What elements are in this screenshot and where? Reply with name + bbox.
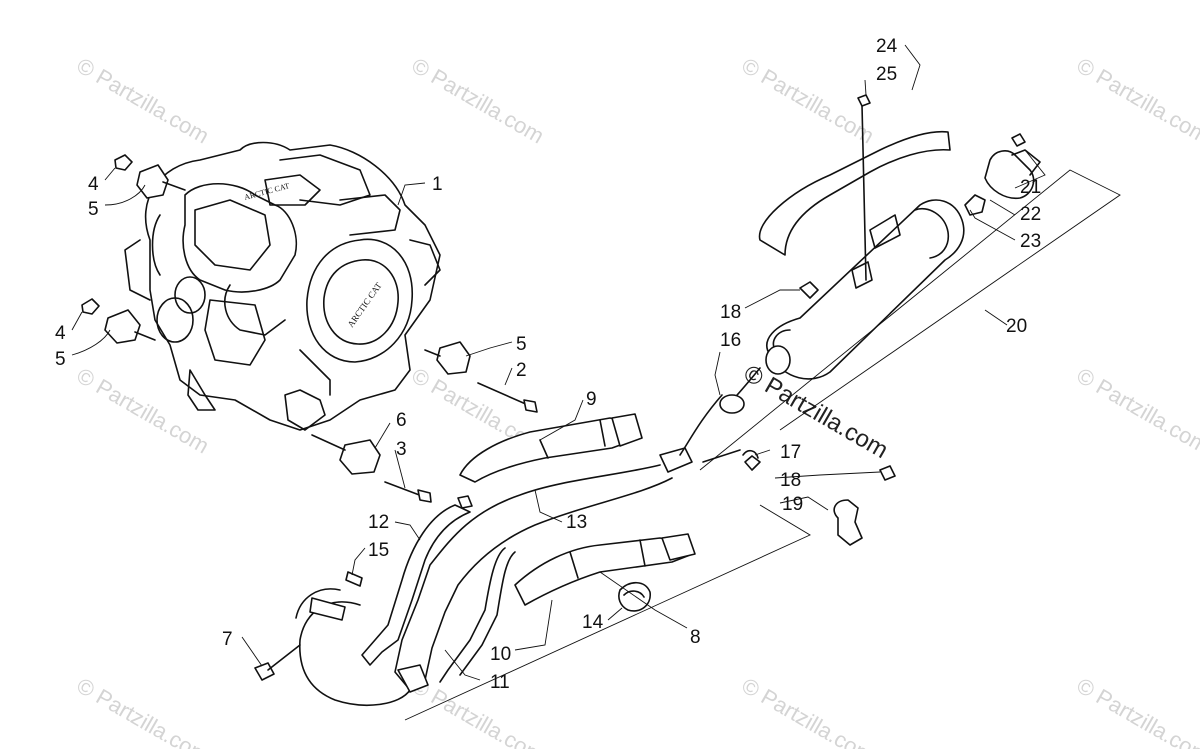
watermark: © Partzilla.com — [73, 53, 214, 149]
watermark: © Partzilla.com — [738, 673, 879, 749]
callout-16: 16 — [720, 330, 741, 351]
callout-14: 14 — [582, 612, 604, 633]
callout-11: 11 — [490, 672, 510, 693]
watermark: © Partzilla.com — [1073, 363, 1200, 459]
head-pipe-assembly — [254, 447, 693, 706]
watermark: © Partzilla.com — [1073, 53, 1200, 149]
callout-4: 4 — [55, 323, 66, 344]
callout-23: 23 — [1020, 231, 1041, 252]
callout-2: 2 — [516, 360, 527, 381]
assembly-brackets — [404, 169, 1121, 721]
callout-4: 4 — [88, 174, 99, 195]
callout-22: 22 — [1020, 204, 1041, 225]
callout-8: 8 — [690, 627, 701, 648]
callout-17: 17 — [780, 442, 801, 463]
callout-25: 25 — [876, 64, 897, 85]
callout-10: 10 — [490, 644, 511, 665]
callout-6: 6 — [396, 410, 407, 431]
watermark: © Partzilla.com — [73, 673, 214, 749]
watermark: © Partzilla.com — [408, 53, 549, 149]
leader-lines — [71, 44, 1046, 681]
callout-15: 15 — [368, 540, 389, 561]
callout-18: 18 — [720, 302, 741, 323]
callout-5: 5 — [88, 199, 99, 220]
callout-18: 18 — [780, 470, 801, 491]
engine-fittings — [81, 154, 538, 503]
callout-5: 5 — [55, 349, 66, 370]
muffler-assembly — [679, 94, 1041, 546]
callout-9: 9 — [586, 389, 597, 410]
watermark: © Partzilla.com — [738, 53, 879, 149]
callout-19: 19 — [782, 494, 803, 515]
callout-12: 12 — [368, 512, 389, 533]
watermark: © Partzilla.com — [1073, 673, 1200, 749]
callout-24: 24 — [876, 36, 898, 57]
callout-21: 21 — [1020, 177, 1041, 198]
callout-numbers: 1 4 5 4 5 5 2 6 3 9 12 15 13 7 14 8 10 1… — [55, 36, 1041, 693]
watermark: © Partzilla.com — [408, 673, 549, 749]
callout-13: 13 — [566, 512, 587, 533]
engine-assembly: ARCTIC CAT ARCTIC CAT — [124, 141, 441, 431]
callout-5: 5 — [516, 334, 527, 355]
callout-20: 20 — [1006, 316, 1027, 337]
callout-7: 7 — [222, 629, 233, 650]
callout-3: 3 — [396, 439, 407, 460]
callout-1: 1 — [432, 174, 443, 195]
heat-shields — [459, 413, 696, 612]
